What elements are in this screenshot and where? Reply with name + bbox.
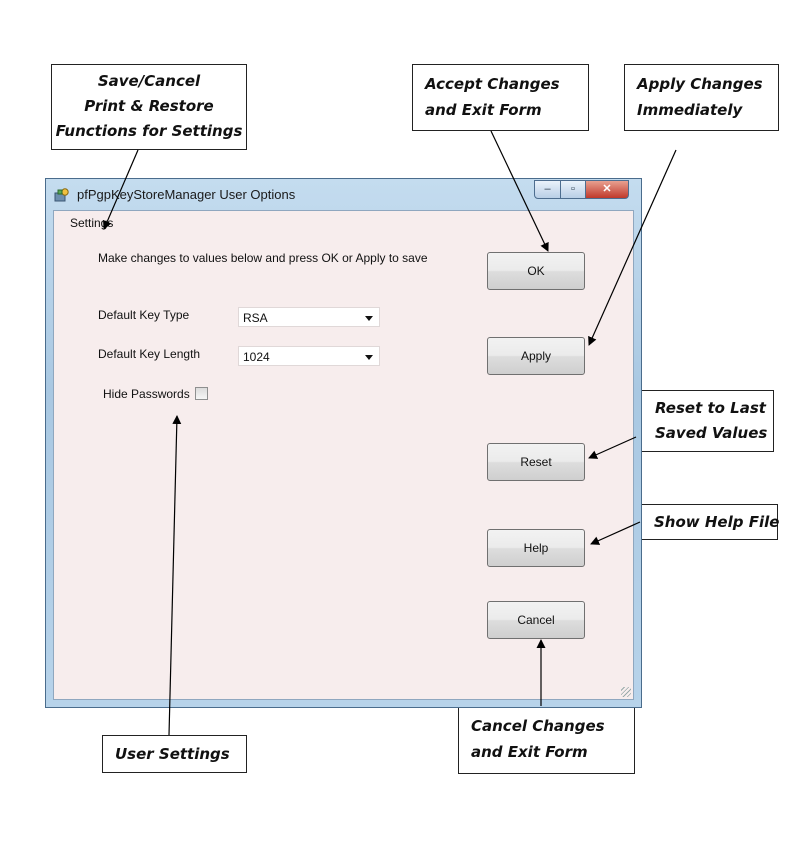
callout-reset: Reset to Last Saved Values [636,390,774,452]
dropdown-arrow-icon [365,316,373,321]
callout-line: and Exit Form [471,743,588,761]
callout-line: User Settings [115,745,230,763]
default-key-type-select[interactable]: RSA [238,307,380,327]
cancel-button[interactable]: Cancel [487,601,585,639]
user-options-window: pfPgpKeyStoreManager User Options – ▫ ✕ … [45,178,642,708]
app-key-icon [54,188,70,202]
arrow-to-ok-button [490,130,549,252]
callout-line: Cancel Changes [471,717,605,735]
default-key-type-label: Default Key Type [98,308,190,322]
ok-button[interactable]: OK [487,252,585,290]
callout-line: Accept Changes [425,75,560,93]
default-key-length-value: 1024 [243,350,270,364]
callout-line: and Exit Form [425,101,542,119]
callout-cancel-changes: Cancel Changes and Exit Form [458,706,635,774]
arrow-to-hide-passwords [168,415,182,736]
help-button[interactable]: Help [487,529,585,567]
dialog-client-area: Settings Make changes to values below an… [53,210,634,700]
callout-line: Functions for Settings [55,122,243,140]
arrow-to-help-button [590,521,641,545]
resize-grip[interactable] [621,687,631,697]
callout-line: Apply Changes [637,75,763,93]
callout-line: Immediately [637,101,743,119]
hide-passwords-label: Hide Passwords [103,387,190,401]
close-button[interactable]: ✕ [585,180,629,199]
window-title: pfPgpKeyStoreManager User Options [77,187,296,202]
callout-line: Saved Values [655,424,768,442]
dropdown-arrow-icon [365,355,373,360]
callout-user-settings: User Settings [102,735,247,773]
title-bar[interactable]: pfPgpKeyStoreManager User Options – ▫ ✕ [46,179,641,211]
instructions-text: Make changes to values below and press O… [98,251,428,265]
reset-button[interactable]: Reset [487,443,585,481]
callout-accept-changes: Accept Changes and Exit Form [412,64,589,131]
callout-save-cancel: Save/Cancel Print & Restore Functions fo… [51,64,247,150]
apply-button[interactable]: Apply [487,337,585,375]
default-key-length-label: Default Key Length [98,347,201,361]
menu-settings[interactable]: Settings [70,216,114,230]
default-key-length-select[interactable]: 1024 [238,346,380,366]
arrow-to-reset-button [588,436,637,459]
arrow-to-settings-menu [103,149,139,230]
callout-show-help: Show Help File [640,504,780,540]
callout-line: Show Help File [654,513,780,531]
default-key-type-value: RSA [243,311,268,325]
arrow-to-apply-button [588,149,677,346]
hide-passwords-checkbox[interactable] [195,387,208,400]
menu-bar: Settings [54,211,633,235]
callout-line: Save/Cancel [97,72,201,90]
callout-apply-changes: Apply Changes Immediately [624,64,779,131]
callout-line: Print & Restore [84,97,214,115]
callout-line: Reset to Last [655,399,766,417]
